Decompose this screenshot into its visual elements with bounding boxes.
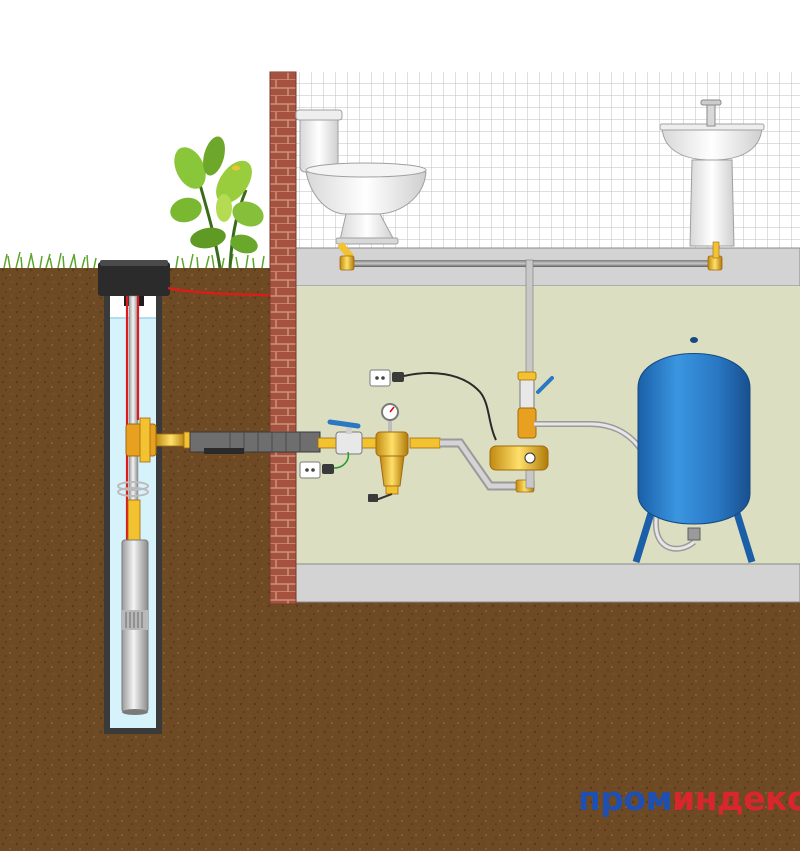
expansion-tank: [632, 337, 756, 564]
pitless-adapter: [125, 417, 193, 463]
pipe-sleeve: [189, 431, 321, 454]
fixture-supply-pipes: [337, 241, 723, 381]
pressure-gauge: [381, 403, 399, 434]
electrical-outlet: [299, 451, 350, 479]
grass: [3, 251, 265, 269]
cable-clamp: [117, 481, 149, 497]
toilet: [295, 109, 427, 245]
submersible-pump: [121, 499, 149, 715]
logo-text-1: пром: [578, 779, 673, 818]
washbasin: [659, 99, 765, 247]
filter: [368, 431, 409, 502]
shrub: [170, 136, 264, 269]
prominndex-logo: проминдекс: [578, 782, 800, 815]
pressure-switch: [489, 371, 554, 471]
brick-wall: [269, 71, 297, 605]
ball-valve-inlet: [327, 419, 363, 455]
logo-text-2: индекс: [672, 779, 800, 818]
electrical-outlet: [369, 369, 497, 441]
basement-floor: [295, 563, 800, 603]
